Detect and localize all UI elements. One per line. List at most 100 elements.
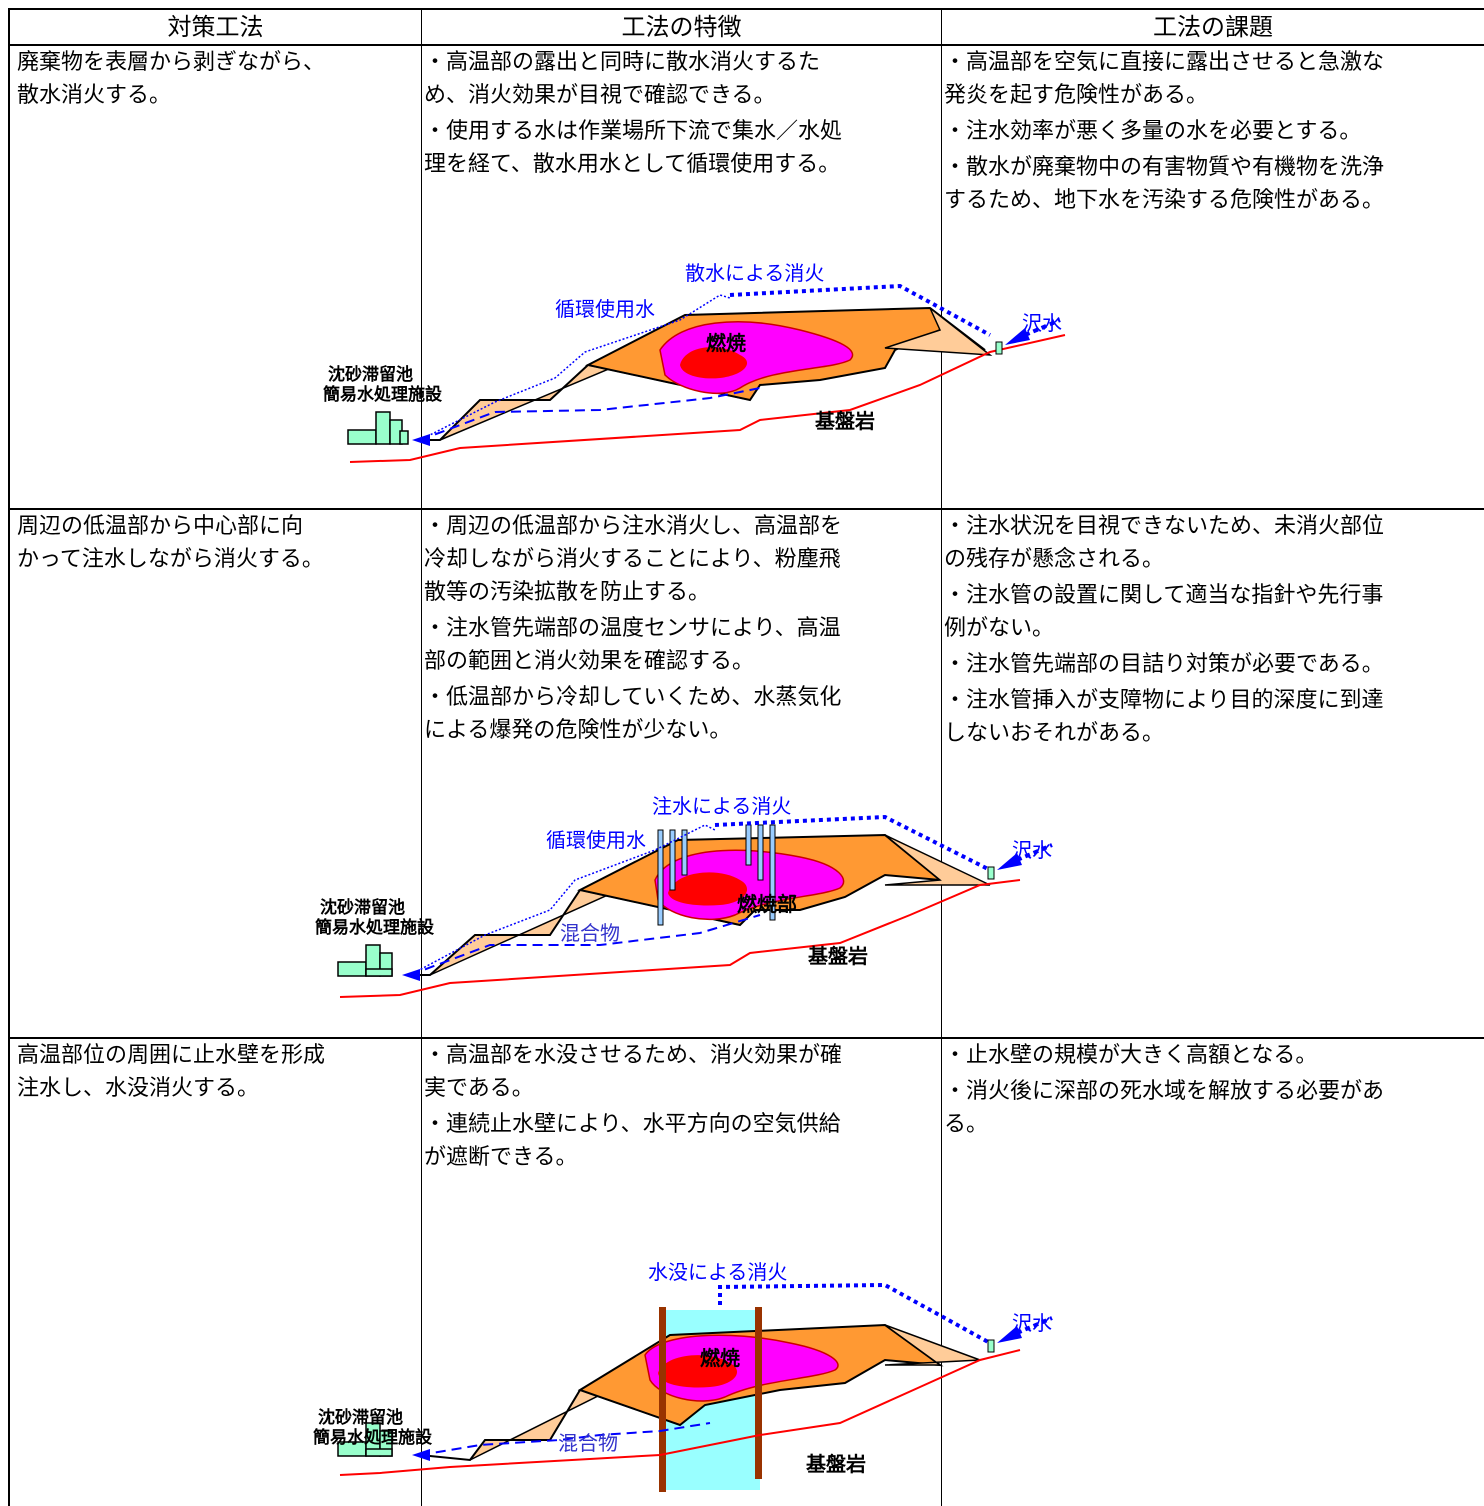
- row1-method-line1: 廃棄物を表層から剥ぎながら、: [17, 50, 326, 75]
- row2-issue-3: ・注水管先端部の目詰り対策が必要である。: [944, 648, 1484, 681]
- row3-method: 高温部位の周囲に止水壁を形成 注水し、水没消火する。: [17, 1039, 417, 1105]
- diagram-sprinkling: 散水による消火 循環使用水 沢水 燃焼 沈砂滞留池 簡易水処理施設 基盤岩: [322, 261, 1066, 463]
- bedrock-line: [339, 879, 1021, 998]
- stream-label: 沢水: [1012, 838, 1052, 862]
- row2-method-line1: 周辺の低温部から中心部に向: [17, 514, 304, 539]
- stream-arrow-tail: [1016, 1316, 1053, 1335]
- burn-label: 燃焼部: [737, 892, 797, 916]
- diagram-injection: 注水による消火 循環使用水 沢水 燃焼部 混合物 沈砂滞留池 簡易水処理施設 基…: [314, 794, 1053, 998]
- bedrock-label: 基盤岩: [806, 1452, 866, 1476]
- stream-arrow-tail: [1024, 318, 1061, 337]
- row1-issue-3: ・散水が廃棄物中の有害物質や有機物を洗浄するため、地下水を汚染する危険性がある。: [944, 151, 1484, 217]
- row3-features: ・高温部を水没させるため、消火効果が確実である。 ・連続止水壁により、水平方向の…: [424, 1039, 940, 1177]
- row3-feature-1: ・高温部を水没させるため、消火効果が確実である。: [424, 1039, 940, 1105]
- text-line: ・使用する水は作業場所下流で集水／水処: [424, 119, 843, 144]
- row1-issues: ・高温部を空気に直接に露出させると急激な発炎を起す危険性がある。 ・注水効率が悪…: [944, 46, 1484, 220]
- header-issues: 工法の課題: [1153, 13, 1273, 41]
- cutoff-wall-right: [755, 1307, 762, 1479]
- ground-line: [419, 1389, 581, 1462]
- mixture-label: 混合物: [558, 1431, 618, 1455]
- stream-cylinder: [995, 341, 1003, 355]
- row2-issue-2: ・注水管の設置に関して適当な指針や先行事例がない。: [944, 579, 1484, 645]
- row1-issue-1: ・高温部を空気に直接に露出させると急激な発炎を起す危険性がある。: [944, 46, 1484, 112]
- row3-issue-1: ・止水壁の規模が大きく高額となる。: [944, 1039, 1484, 1072]
- sprinkle-line: [729, 283, 991, 337]
- bedrock-label: 基盤岩: [815, 409, 875, 433]
- row2-issues: ・注水状況を目視できないため、未消火部位の残存が懸念される。 ・注水管の設置に関…: [944, 510, 1484, 753]
- row1-method-line2: 散水消火する。: [17, 83, 172, 108]
- row1-method: 廃棄物を表層から剥ぎながら、 散水消火する。: [17, 46, 417, 112]
- mixture-label: 混合物: [560, 921, 620, 945]
- recycle-line: [419, 294, 731, 441]
- row2-method-line2: かって注水しながら消火する。: [17, 547, 324, 572]
- cutoff-wall-left: [659, 1307, 666, 1492]
- row3-method-line2: 注水し、水没消火する。: [17, 1076, 260, 1101]
- row2-issue-4: ・注水管挿入が支障物により目的深度に到達しないおそれがある。: [944, 684, 1484, 750]
- burn-label: 燃焼: [700, 1346, 740, 1370]
- text-line: 散等の汚染拡散を防止する。: [424, 580, 711, 605]
- stream-cylinder: [987, 866, 995, 880]
- row1-bottom-border: [8, 508, 1484, 510]
- basin-label-2: 簡易水処理施設: [314, 917, 435, 938]
- facility-icon: [337, 944, 393, 977]
- row2-method: 周辺の低温部から中心部に向 かって注水しながら消火する。: [17, 510, 417, 576]
- stream-arrow-tail: [1016, 843, 1053, 862]
- row2-issue-1: ・注水状況を目視できないため、未消火部位の残存が懸念される。: [944, 510, 1484, 576]
- recycle-label: 循環使用水: [546, 828, 646, 852]
- basin-label-1: 沈砂滞留池: [318, 1407, 403, 1428]
- stream-arrow: [1005, 328, 1030, 345]
- injection-line: [714, 814, 991, 872]
- slope-right: [884, 1324, 981, 1366]
- header-features: 工法の特徴: [621, 13, 742, 41]
- row3-method-line1: 高温部位の周囲に止水壁を形成: [17, 1043, 326, 1068]
- stream-arrow: [997, 853, 1022, 870]
- bedrock-line: [339, 1349, 1021, 1476]
- underdrain-line: [419, 387, 761, 441]
- text-line: め、消火効果が目視で確認できる。: [424, 83, 776, 108]
- row1-feature-1: ・高温部の露出と同時に散水消火するため、消火効果が目視で確認できる。: [424, 46, 940, 112]
- text-line: ・注水管の設置に関して適当な指針や先行事: [944, 583, 1384, 608]
- text-line: 実である。: [424, 1076, 534, 1101]
- text-line: ・止水壁の規模が大きく高額となる。: [944, 1043, 1318, 1068]
- column-divider-2: [941, 8, 942, 1506]
- flow-arrow: [412, 1449, 430, 1461]
- slope-right: [884, 834, 991, 886]
- core-zone: [668, 872, 748, 906]
- basin-label-1: 沈砂滞留池: [320, 897, 405, 918]
- basin-label-2: 簡易水処理施設: [322, 384, 443, 405]
- bedrock-label: 基盤岩: [808, 944, 868, 968]
- table-top-border: [8, 8, 1484, 10]
- row3-issue-2: ・消火後に深部の死水域を解放する必要がある。: [944, 1075, 1484, 1141]
- ground-line: [420, 364, 589, 441]
- row2-feature-1: ・周辺の低温部から注水消火し、高温部を冷却しながら消火することにより、粉塵飛散等…: [424, 510, 940, 609]
- row3-issues: ・止水壁の規模が大きく高額となる。 ・消火後に深部の死水域を解放する必要がある。: [944, 1039, 1484, 1144]
- text-line: ・高温部を水没させるため、消火効果が確: [424, 1043, 843, 1068]
- column-divider-1: [421, 8, 422, 1506]
- header-method: 対策工法: [167, 13, 264, 41]
- table-left-border: [8, 8, 10, 1506]
- flow-arrow: [402, 969, 420, 981]
- row1-features: ・高温部の露出と同時に散水消火するため、消火効果が目視で確認できる。 ・使用する…: [424, 46, 940, 184]
- row2-feature-2: ・注水管先端部の温度センサにより、高温部の範囲と消火効果を確認する。: [424, 612, 940, 678]
- stream-arrow: [997, 1326, 1022, 1343]
- diagram-title: 水没による消火: [648, 1260, 787, 1284]
- burn-label: 燃焼: [706, 331, 746, 355]
- text-line: 冷却しながら消火することにより、粉塵飛: [424, 547, 841, 572]
- recycle-label: 循環使用水: [555, 297, 655, 321]
- facility-icon: [337, 1422, 393, 1457]
- row1-feature-2: ・使用する水は作業場所下流で集水／水処理を経て、散水用水として循環使用する。: [424, 115, 940, 181]
- stream-cylinder: [987, 1339, 995, 1353]
- text-line: る。: [944, 1112, 989, 1137]
- text-line: ・連続止水壁により、水平方向の空気供給: [424, 1112, 841, 1137]
- text-line: ・消火後に深部の死水域を解放する必要があ: [944, 1079, 1385, 1104]
- text-line: ・高温部を空気に直接に露出させると急激な: [944, 50, 1385, 75]
- text-line: ・高温部の露出と同時に散水消火するた: [424, 50, 821, 75]
- facility-icon: [347, 411, 409, 445]
- text-line: ・注水管先端部の温度センサにより、高温: [424, 616, 841, 641]
- text-line: しないおそれがある。: [944, 721, 1165, 746]
- text-line: 例がない。: [944, 616, 1055, 641]
- row2-feature-3: ・低温部から冷却していくため、水蒸気化による爆発の危険性が少ない。: [424, 681, 940, 747]
- text-line: 部の範囲と消火効果を確認する。: [424, 649, 755, 674]
- text-line: ・低温部から冷却していくため、水蒸気化: [424, 685, 842, 710]
- core-zone: [658, 1355, 738, 1388]
